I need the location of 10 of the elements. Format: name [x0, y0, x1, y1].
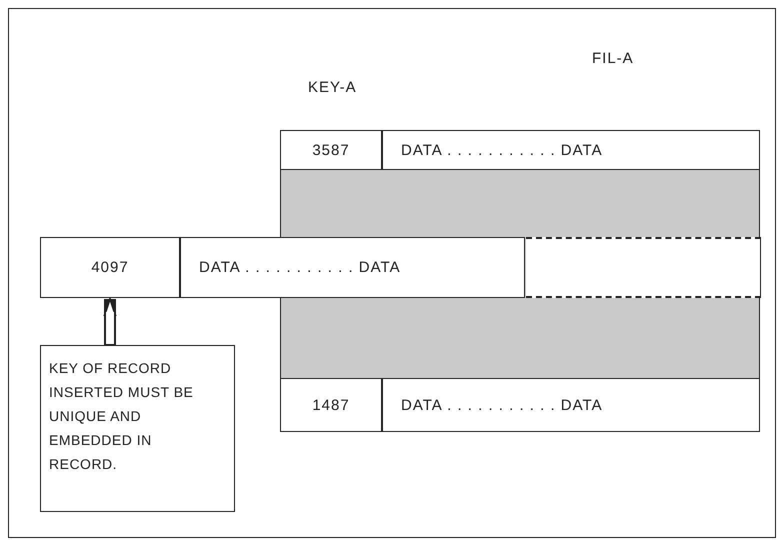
key-field: 1487: [280, 378, 382, 432]
file-heading: FIL-A: [592, 50, 634, 67]
key-field: 4097: [40, 237, 180, 298]
key-field: 3587: [280, 130, 382, 170]
data-field: DATA . . . . . . . . . . . DATA: [180, 237, 525, 298]
data-field: DATA . . . . . . . . . . . DATA: [382, 130, 760, 170]
column-label: KEY-A: [308, 79, 357, 96]
hollow-arrow: [104, 298, 116, 345]
note-box: KEY OF RECORD INSERTED MUST BE UNIQUE AND EMBEDDED IN RECORD.: [40, 345, 235, 512]
data-field: DATA . . . . . . . . . . . DATA: [382, 378, 760, 432]
